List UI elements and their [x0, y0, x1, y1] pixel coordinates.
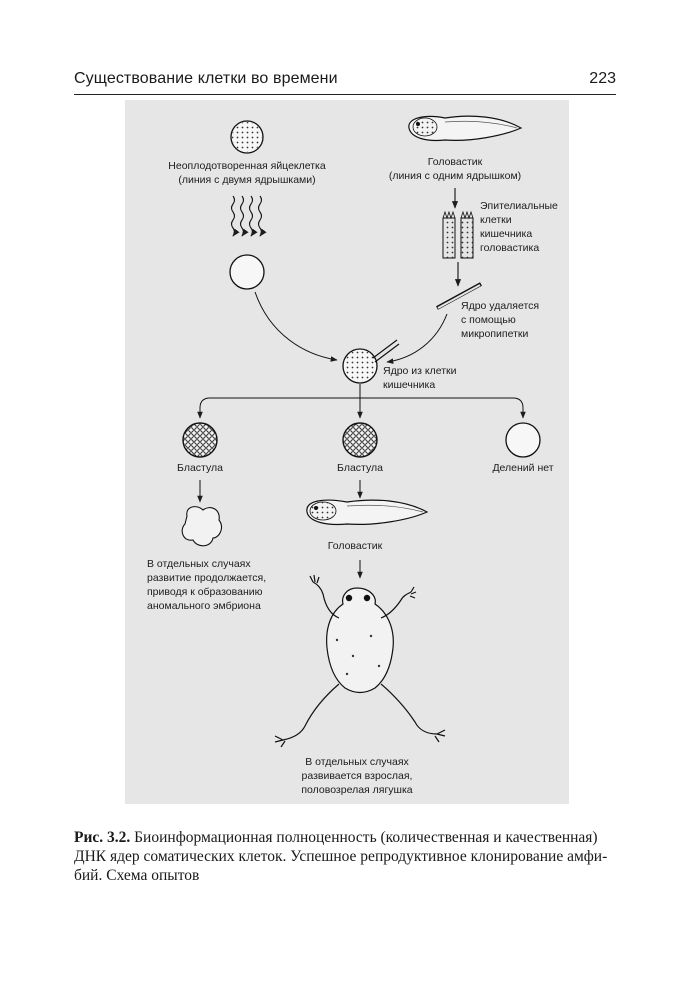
nucleus-removed-line1: Ядро удаляется [461, 300, 540, 312]
abnormal-text-line3: приводя к образованию [147, 586, 263, 598]
blastula-left-icon [182, 422, 218, 458]
intestine-nucleus-line2: кишечника [383, 379, 436, 391]
egg-label-line2: (линия с двумя ядрышками) [178, 174, 316, 186]
uv-rays-icon [230, 195, 267, 237]
caption-label: Рис. 3.2. [74, 829, 131, 846]
epithelial-label-line2: клетки [480, 214, 512, 226]
page-number: 223 [589, 70, 616, 87]
adult-frog-text-line1: В отдельных случаях [305, 756, 409, 768]
egg-cell-icon [230, 120, 264, 154]
no-division-egg-icon [505, 422, 541, 458]
tadpole-middle-icon [306, 499, 429, 526]
nucleus-removed-line2: с помощью [461, 314, 516, 326]
blastula-left-label: Блaстула [177, 462, 223, 474]
abnormal-text-line1: В отдельных случаях [147, 558, 251, 570]
caption-line-1: Рис. 3.2. Биоинформационная полноценност… [74, 828, 616, 847]
enucleated-egg-icon [229, 254, 265, 290]
running-title: Существование клетки во времени [74, 70, 338, 87]
blastula-center-label: Бластула [337, 462, 383, 474]
tadpole-top-label-line2: (линия с одним ядрышком) [388, 170, 522, 182]
adult-frog-text-line3: половозрелая лягушка [301, 784, 413, 796]
intestine-nucleus-line1: Ядро из клетки [383, 365, 457, 377]
page-header: Существование клетки во времени 223 [74, 70, 616, 95]
tadpole-top-label-line1: Головастик [427, 156, 483, 168]
figure-drawing [181, 115, 541, 748]
figure-panel: Неоплодотворенная яйцеклетка (линия с дв… [125, 100, 569, 804]
arrow-egg-to-transfer [254, 291, 338, 362]
adult-frog-text-line2: развивается взрослая, [301, 770, 413, 782]
epithelial-label-line4: головастика [480, 242, 540, 254]
arrow-pipette-to-transfer [386, 313, 448, 364]
caption-line-2: ДНК ядер соматических клеток. Успешное р… [74, 848, 608, 865]
micropipette-icon [436, 282, 482, 310]
abnormal-embryo-icon [181, 506, 222, 547]
egg-label-line1: Неоплодотворенная яйцеклетка [168, 160, 326, 172]
abnormal-text-line4: аномального эмбриона [147, 600, 261, 612]
figure-caption: Рис. 3.2. Биоинформационная полноценност… [74, 828, 616, 885]
caption-line-3: бий. Схема опытов [74, 867, 200, 884]
nuclear-transfer-egg-icon [342, 339, 400, 384]
caption-text-1: Биоинформационная полноценность (количес… [130, 829, 598, 846]
branch-arrows [197, 384, 526, 419]
adult-frog-icon [274, 574, 446, 748]
blastula-center-icon [342, 422, 378, 458]
epithelial-label-line3: кишечника [480, 228, 533, 240]
epithelial-label-line1: Эпителиальные [480, 200, 558, 212]
abnormal-text-line2: развитие продолжается, [147, 572, 267, 584]
no-division-label: Делений нет [492, 462, 554, 474]
epithelial-cells-icon [442, 188, 474, 287]
tadpole-middle-label: Головастик [327, 540, 383, 552]
tadpole-top-icon [408, 115, 523, 142]
nucleus-removed-line3: микропипетки [461, 328, 529, 340]
